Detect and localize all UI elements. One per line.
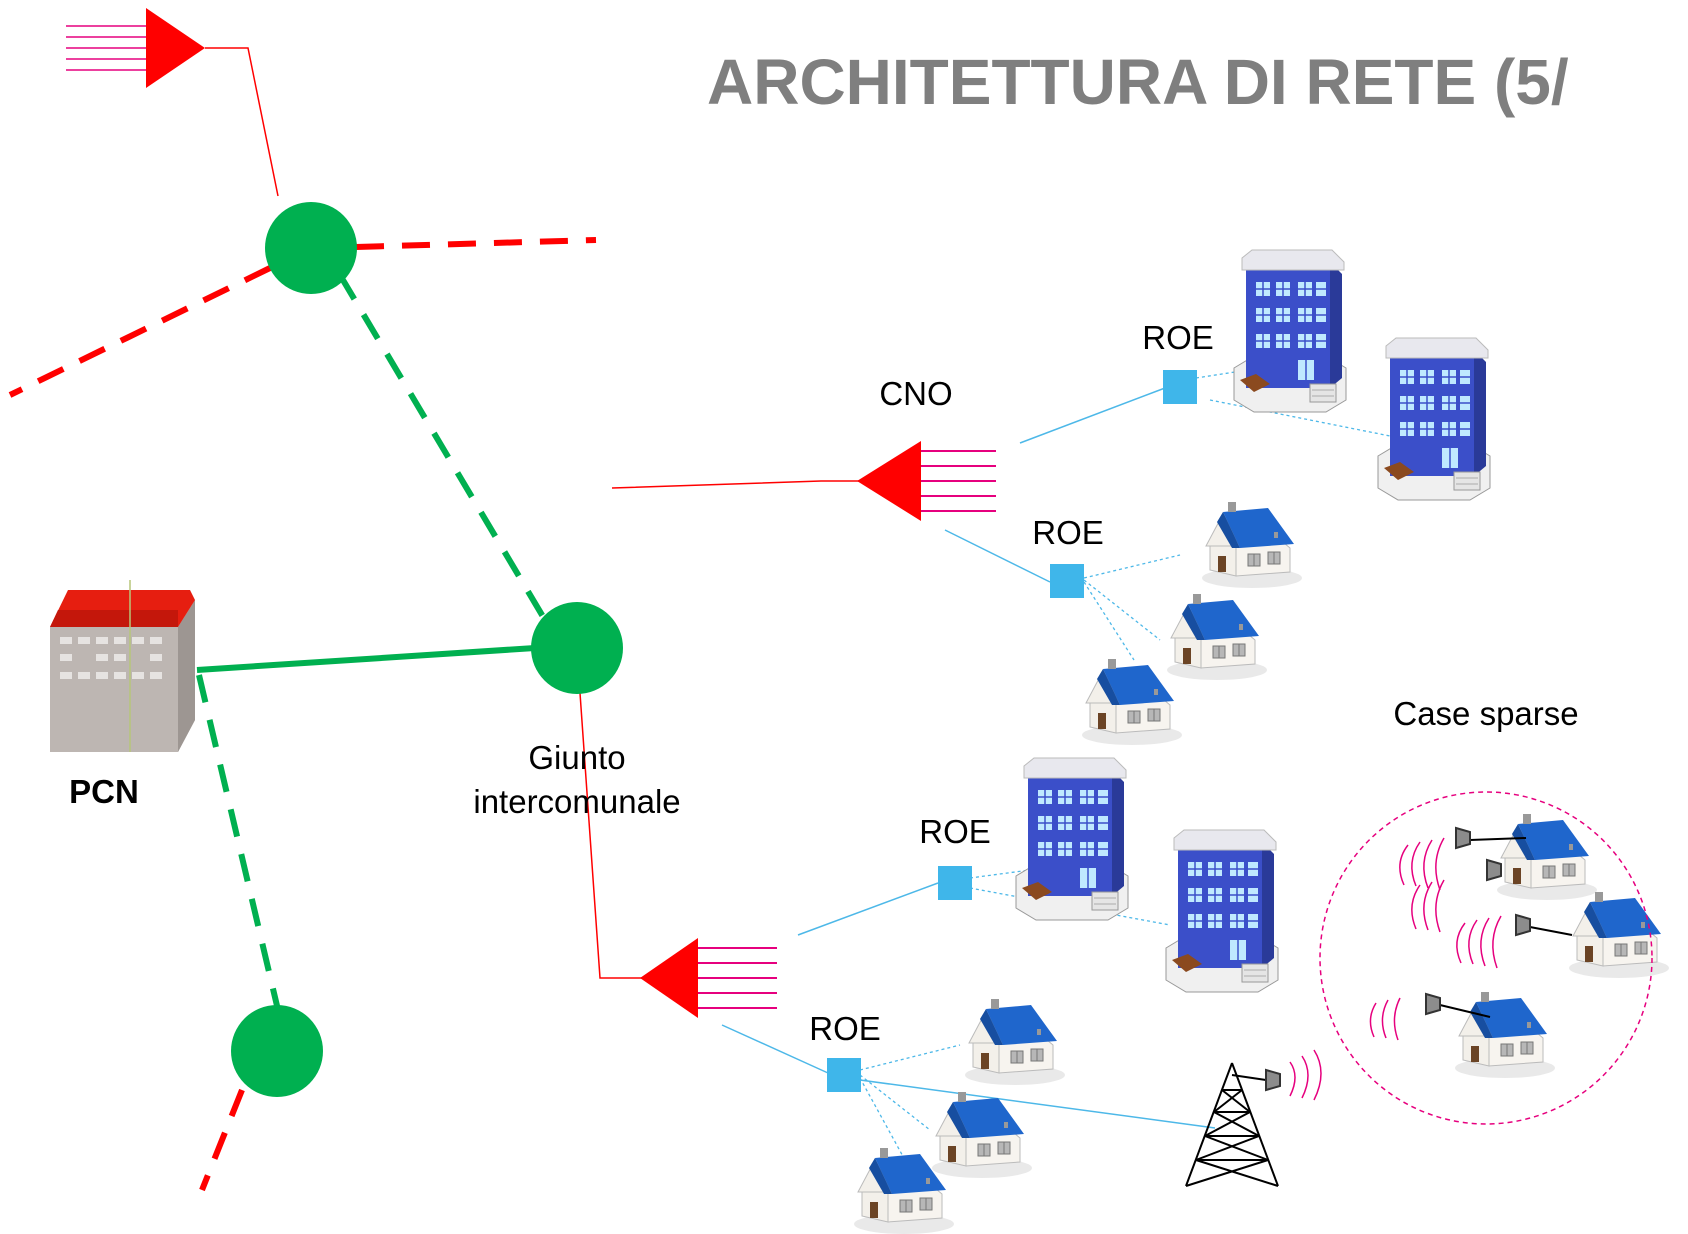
cno-label: CNO [879,375,952,412]
junction-node-bottom [231,1005,323,1097]
house-icon [1081,658,1183,746]
apartment-building-icon [1165,829,1279,993]
pcn-building-icon [50,580,195,752]
house-icon [931,1091,1033,1179]
roe-label-3: ROE [919,813,991,850]
antenna-dish-icon [1486,859,1502,881]
splitter-top-left [65,8,205,88]
giunto-label-line2: intercomunale [473,783,680,820]
splitter-triangle-icon [857,441,921,521]
house-icon [1454,991,1556,1079]
house-icon [853,1147,955,1234]
tower-radio-waves [1289,1049,1322,1101]
apartment-building-icon [1015,757,1129,921]
radio-waves [1369,837,1502,1041]
antenna-dish-icon [1265,1069,1281,1091]
roe-box-3 [938,866,972,900]
roe-box-2 [1050,564,1084,598]
pcn-label: PCN [69,773,139,810]
case-sparse-label: Case sparse [1393,695,1578,732]
blue-dotted-lines [859,369,1391,1161]
red-dashed-lines [8,237,597,1192]
junction-node-top [265,202,357,294]
roe-label-4: ROE [809,1010,881,1047]
red-fiber-lines [205,47,876,979]
apartment-building-icon [1233,249,1347,413]
house-icon [1201,501,1303,589]
antenna-dish-icon [1515,914,1531,936]
apartment-building-icon [1377,337,1491,501]
splitter-triangle-icon [146,8,205,88]
house-icon [964,998,1066,1086]
house-icon [1166,593,1268,681]
splitter-triangle-icon [640,938,698,1018]
roe-label-1: ROE [1142,319,1214,356]
page-title: ARCHITETTURA DI RETE (5/ [707,46,1569,118]
junction-node-center [531,602,623,694]
house-icon [1496,813,1598,901]
antenna-dishes [1425,827,1573,1018]
house-icon [1568,891,1670,979]
blue-drop-lines [721,387,1216,1129]
radio-tower-icon [1185,1062,1279,1187]
case-sparse-area [1319,791,1653,1125]
green-links [196,645,536,673]
splitter-lower [640,938,778,1018]
cno-splitter [857,441,997,521]
antenna-dish-icon [1455,827,1471,849]
giunto-label-line1: Giunto [528,739,625,776]
roe-box-1 [1163,370,1197,404]
roe-box-4 [827,1058,861,1092]
antenna-dish-icon [1425,993,1441,1015]
roe-label-2: ROE [1032,514,1104,551]
green-dashed-links [196,273,548,1011]
